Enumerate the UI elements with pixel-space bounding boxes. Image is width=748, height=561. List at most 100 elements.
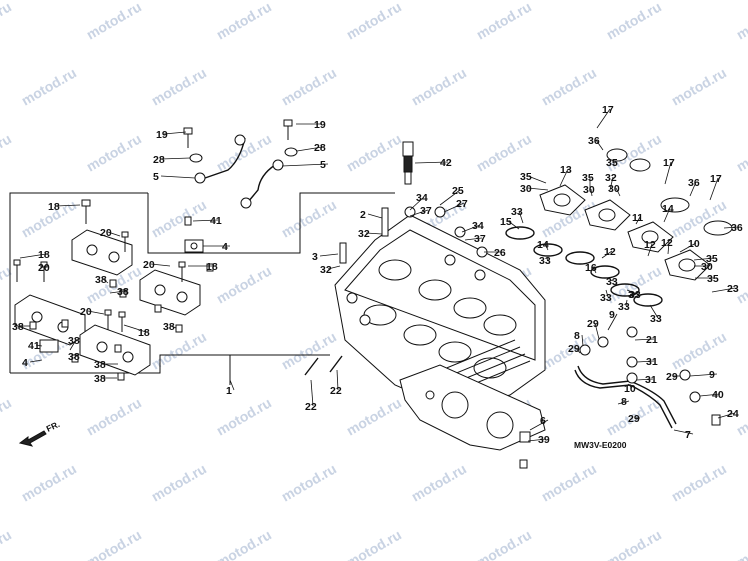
- callout-number: 9: [609, 309, 615, 321]
- leader-line: [464, 237, 483, 241]
- leader-line: [123, 324, 147, 333]
- callout-number: 18: [138, 327, 150, 339]
- watermark-text: motod.ru: [279, 328, 340, 372]
- leader-line: [559, 168, 569, 187]
- callout-number: 7: [685, 429, 691, 441]
- head-gasket: [399, 364, 546, 451]
- callout-number: 28: [314, 142, 326, 154]
- watermark-text: motod.ru: [669, 64, 730, 108]
- leader-line: [170, 325, 177, 329]
- callout-number: 31: [645, 374, 657, 386]
- leader-line: [367, 213, 383, 219]
- bolts: [13, 119, 293, 332]
- watermark-text: motod.ru: [344, 394, 405, 438]
- callout-number: 20: [143, 259, 155, 271]
- watermark-text: motod.ru: [0, 130, 14, 174]
- callout-number: 17: [663, 157, 675, 169]
- leader-line: [693, 257, 715, 261]
- callout-number: 25: [452, 185, 464, 197]
- watermark-text: motod.ru: [734, 130, 748, 174]
- leader-line: [636, 378, 654, 381]
- leader-line: [160, 157, 191, 160]
- leader-line: [281, 163, 329, 167]
- callout-number: 3: [628, 289, 634, 301]
- watermark-text: motod.ru: [604, 0, 665, 43]
- watermark-text: motod.ru: [0, 262, 14, 306]
- callout-number: 19: [314, 119, 326, 131]
- callout-number: 14: [662, 203, 674, 215]
- leader-line: [336, 369, 339, 391]
- carb-bands: [606, 148, 733, 236]
- callout-number: 5: [153, 171, 159, 183]
- callout-number: 18: [206, 261, 218, 273]
- callout-number: 19: [156, 129, 168, 141]
- callout-number: 30: [583, 184, 595, 196]
- callout-number: 8: [621, 396, 627, 408]
- leader-line: [461, 224, 481, 233]
- oil-pipe: [574, 326, 701, 429]
- callout-number: 36: [731, 222, 743, 234]
- watermark-text: motod.ru: [344, 0, 405, 43]
- watermark-text: motod.ru: [279, 64, 340, 108]
- callout-number: 13: [560, 164, 572, 176]
- leader-line: [296, 146, 323, 152]
- leader-line: [711, 287, 736, 293]
- leader-line: [723, 226, 740, 229]
- callout-number: 9: [709, 369, 715, 381]
- watermark-text: motod.ru: [84, 130, 145, 174]
- leader-line: [596, 108, 611, 129]
- callout-number: 16: [585, 262, 597, 274]
- leader-line: [102, 278, 109, 284]
- callout-number: 38: [163, 321, 175, 333]
- leader-line: [649, 304, 659, 319]
- leader-line: [107, 231, 121, 237]
- leader-line: [635, 216, 641, 225]
- front-arrow: FR.: [18, 419, 62, 447]
- leader-line: [29, 359, 43, 363]
- callout-number: 29: [587, 318, 599, 330]
- callout-number: 11: [632, 212, 643, 224]
- spark-plug: [402, 141, 414, 185]
- watermark-text: motod.ru: [539, 64, 600, 108]
- leader-line: [55, 204, 81, 207]
- callout-number: 34: [472, 220, 484, 232]
- leader-line: [689, 373, 718, 377]
- callout-number: 33: [618, 301, 630, 313]
- leader-line: [35, 344, 43, 347]
- leader-line: [544, 243, 549, 251]
- callout-number: 30: [608, 183, 620, 195]
- watermark-text: motod.ru: [214, 394, 275, 438]
- front-label: FR.: [45, 419, 62, 434]
- callout-number: 8: [574, 330, 580, 342]
- leader-line: [601, 250, 613, 259]
- leader-line: [43, 265, 47, 268]
- assembly-frame-lines: [9, 192, 395, 385]
- callout-number: 32: [320, 264, 332, 276]
- diagram-code-label: MW3V-E0200: [574, 440, 627, 450]
- callout-number: 6: [540, 415, 546, 427]
- leader-line: [19, 253, 47, 259]
- leader-line: [527, 438, 547, 442]
- callout-number: 12: [661, 237, 673, 249]
- callout-number: 12: [644, 239, 656, 251]
- leader-line: [527, 175, 547, 184]
- callout-number: 20: [38, 262, 50, 274]
- leader-line: [629, 291, 637, 295]
- callout-number: 35: [520, 171, 532, 183]
- callout-number: 38: [68, 351, 80, 363]
- callout-number: 34: [416, 192, 428, 204]
- callout-number: 31: [646, 356, 658, 368]
- callout-number: 42: [440, 157, 452, 169]
- watermark-text: motod.ru: [149, 64, 210, 108]
- leader-lines: [19, 108, 740, 442]
- callout-number: 27: [456, 198, 468, 210]
- leader-line: [673, 429, 694, 435]
- callout-number: 33: [629, 289, 641, 301]
- watermark-text: motod.ru: [84, 526, 145, 561]
- callout-number: 30: [520, 183, 532, 195]
- callout-number: 1: [226, 385, 232, 397]
- callout-number: 41: [28, 340, 40, 352]
- leader-line: [626, 289, 638, 295]
- watermark-text: motod.ru: [734, 526, 748, 561]
